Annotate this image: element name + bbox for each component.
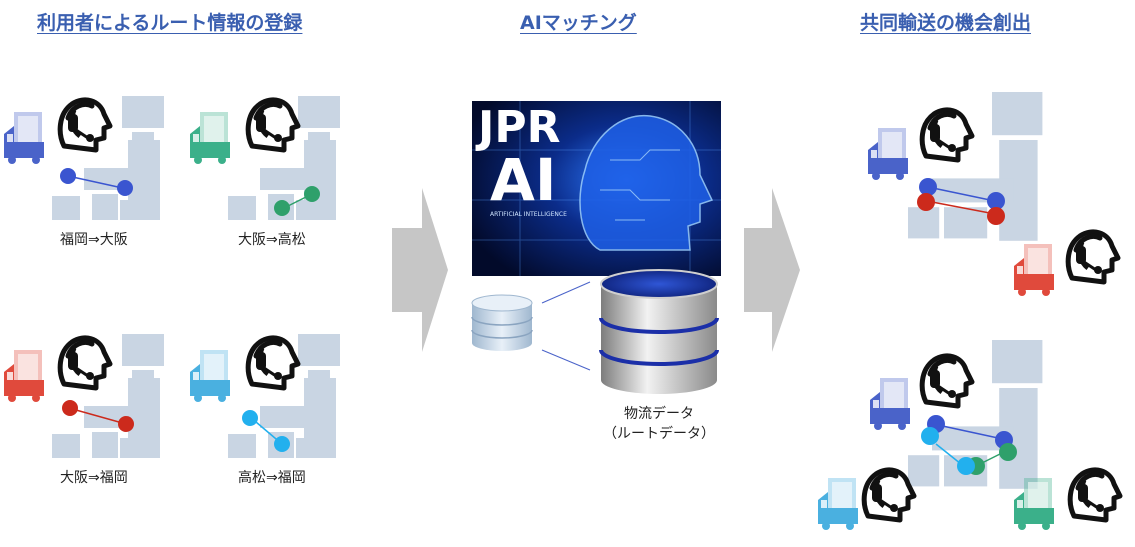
- route-arrow: [927, 186, 991, 201]
- route-dot: [917, 193, 935, 211]
- truck-icon: [1014, 244, 1054, 296]
- origin-dot: [118, 416, 134, 432]
- headset-person-icon: [864, 470, 914, 520]
- destination-dot: [242, 410, 258, 426]
- connector-line: [541, 281, 591, 304]
- heading-ai-matching: AIマッチング: [520, 12, 637, 34]
- route-label: 福岡⇒大阪: [60, 232, 128, 248]
- ai-title-line1: JPR: [475, 102, 561, 153]
- origin-dot: [60, 168, 76, 184]
- route-dot: [987, 207, 1005, 225]
- database-label: 物流データ （ルートデータ）: [584, 404, 734, 444]
- origin-dot: [274, 436, 290, 452]
- route-dot: [921, 427, 939, 445]
- headset-person-icon: [248, 100, 298, 150]
- route-arrow: [67, 175, 119, 188]
- route-dot: [999, 443, 1017, 461]
- small-database-icon: [471, 294, 533, 351]
- ai-caption: ARTIFICIAL INTELLIGENCE: [490, 211, 567, 218]
- truck-icon: [4, 350, 44, 402]
- ai-head-icon: [579, 114, 714, 251]
- route-tile-takamatsu-fukuoka: [190, 334, 340, 458]
- route-label: 高松⇒福岡: [238, 470, 306, 486]
- route-label: 大阪⇒高松: [238, 232, 306, 248]
- route-tile-fukuoka-osaka: [4, 96, 164, 220]
- heading-registration: 利用者によるルート情報の登録: [37, 12, 303, 34]
- route-arrow: [931, 201, 996, 215]
- route-tile-osaka-takamatsu: [190, 96, 340, 220]
- truck-icon: [870, 378, 910, 430]
- result-map-four: [818, 340, 1120, 530]
- truck-icon: [190, 350, 230, 402]
- headset-person-icon: [248, 338, 298, 388]
- headset-person-icon: [922, 356, 972, 406]
- database-icon: [599, 269, 719, 394]
- route-dot: [957, 457, 975, 475]
- database-label-line2: （ルートデータ）: [603, 426, 715, 442]
- destination-dot: [117, 180, 133, 196]
- truck-icon: [190, 112, 230, 164]
- route-tile-osaka-fukuoka: [4, 334, 164, 458]
- heading-joint-transport: 共同輸送の機会創出: [860, 12, 1032, 34]
- route-arrow: [937, 424, 999, 439]
- result-map-pair: [868, 92, 1118, 296]
- destination-dot: [274, 200, 290, 216]
- truck-icon: [818, 478, 858, 530]
- flow-arrow-1: [392, 188, 448, 352]
- truck-icon: [4, 112, 44, 164]
- route-dot: [919, 178, 937, 196]
- route-dot: [987, 192, 1005, 210]
- truck-icon: [868, 128, 908, 180]
- ai-title-line2: AI: [490, 146, 556, 214]
- origin-dot: [304, 186, 320, 202]
- route-label: 大阪⇒福岡: [60, 470, 128, 486]
- ai-image: [472, 101, 721, 276]
- headset-person-icon: [922, 110, 972, 160]
- headset-person-icon: [60, 338, 110, 388]
- route-arrow: [75, 409, 127, 425]
- headset-person-icon: [1068, 232, 1118, 282]
- flow-arrow-2: [744, 188, 800, 352]
- connector-line: [541, 349, 591, 371]
- headset-person-icon: [1070, 470, 1120, 520]
- headset-person-icon: [60, 100, 110, 150]
- destination-dot: [62, 400, 78, 416]
- database-label-line1: 物流データ: [624, 406, 694, 422]
